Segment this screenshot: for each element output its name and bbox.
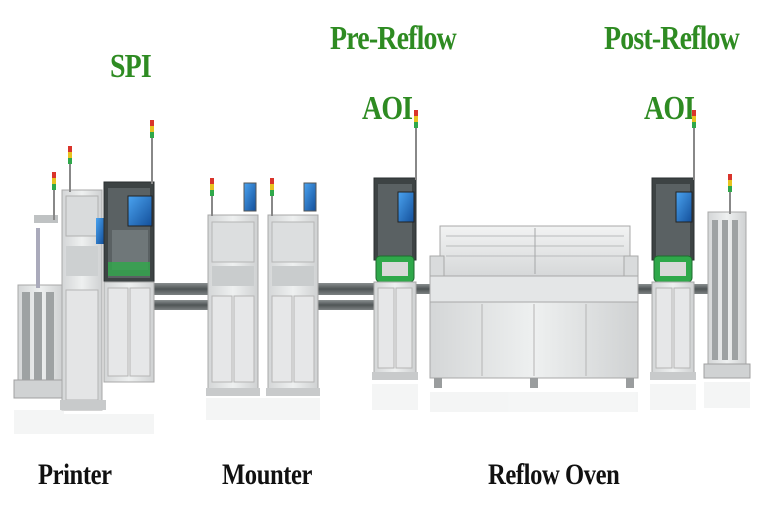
signal-tower-icon <box>68 146 72 192</box>
pre-reflow-aoi-label: AOI <box>362 90 413 127</box>
pre-reflow-aoi-machine <box>372 110 418 380</box>
loader-machine <box>13 172 67 399</box>
post-reflow-aoi-label: AOI <box>644 90 695 127</box>
reflow-oven-machine <box>429 225 639 388</box>
mounter-machine-2 <box>266 178 320 396</box>
post-reflow-aoi-machine <box>650 110 696 380</box>
reflow-oven-label: Reflow Oven <box>488 458 620 491</box>
conveyor-links <box>150 283 712 310</box>
printer-label: Printer <box>38 458 112 491</box>
pre-reflow-label: Pre-Reflow <box>330 20 457 57</box>
signal-tower-icon <box>692 110 696 180</box>
mounter-label: Mounter <box>222 458 313 491</box>
signal-tower-icon <box>414 110 418 180</box>
unloader-machine <box>703 174 751 379</box>
spi-machine <box>103 120 155 383</box>
spi-label: SPI <box>110 48 152 85</box>
floor-reflections <box>14 382 750 434</box>
signal-tower-icon <box>728 174 732 214</box>
signal-tower-icon <box>52 172 56 220</box>
signal-tower-icon <box>210 178 214 216</box>
signal-tower-icon <box>150 120 154 184</box>
signal-tower-icon <box>270 178 274 216</box>
mounter-machine-1 <box>206 178 260 396</box>
post-reflow-label: Post-Reflow <box>604 20 740 57</box>
printer-machine <box>60 146 106 411</box>
